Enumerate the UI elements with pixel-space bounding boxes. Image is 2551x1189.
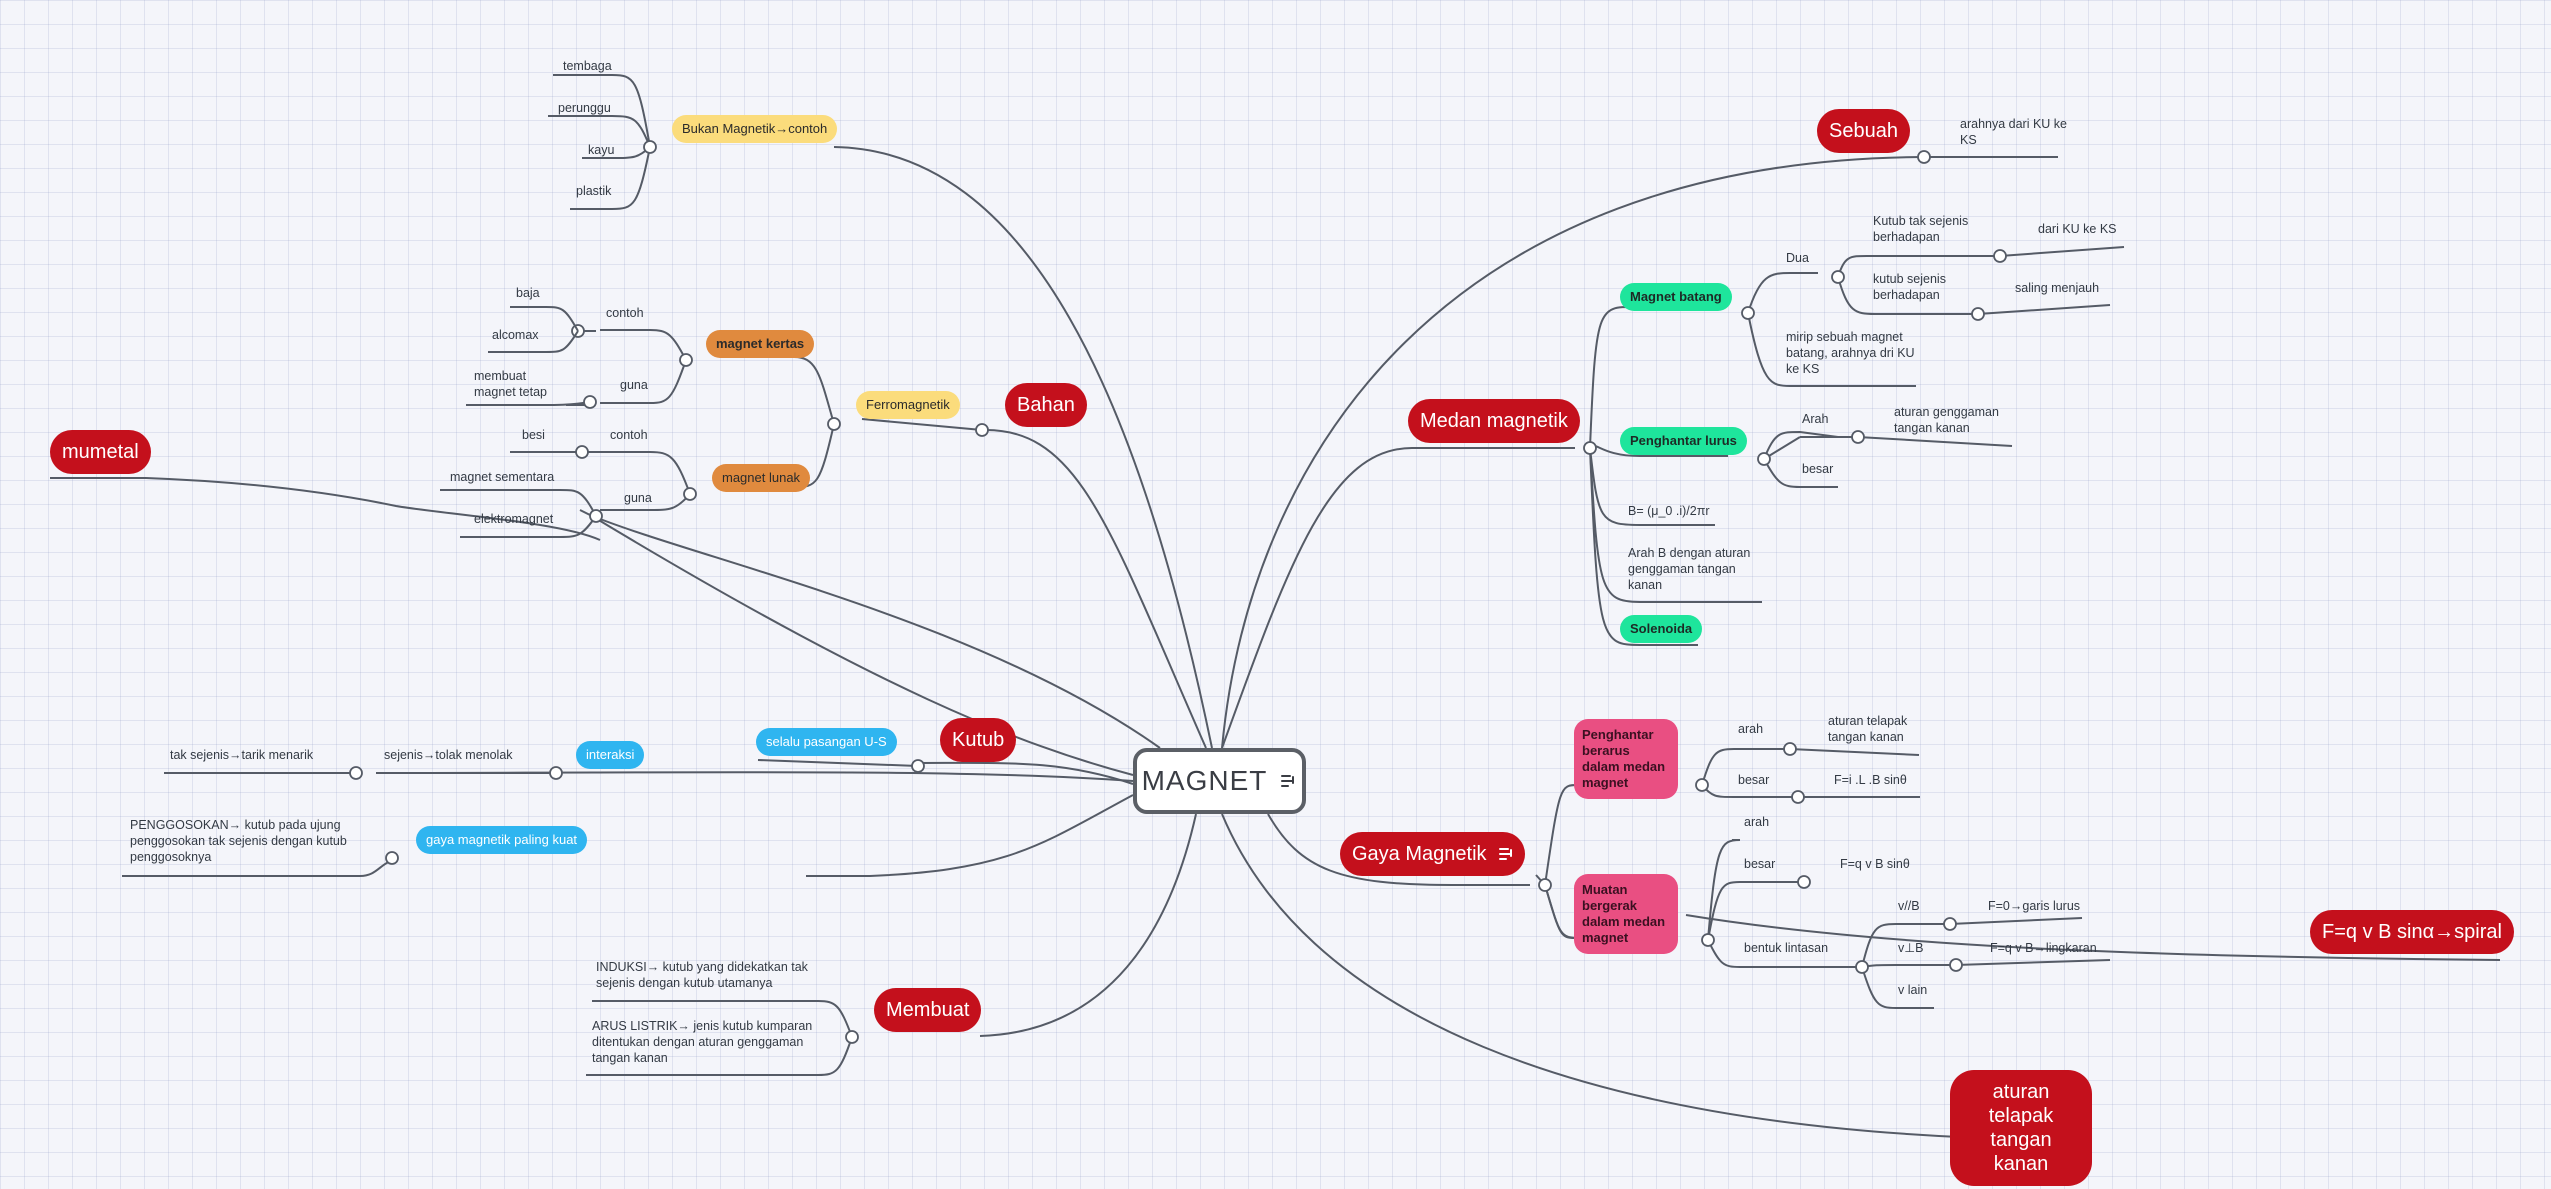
label-magnet-sementara: magnet sementara bbox=[450, 470, 555, 484]
subtopic-selalu-pasangan[interactable]: selalu pasangan U-S bbox=[756, 728, 897, 756]
label-besi: besi bbox=[522, 428, 545, 442]
topic-mumetal[interactable]: mumetal bbox=[50, 430, 151, 474]
label-sebuah-arah: arahnya dari KU ke KS bbox=[1960, 117, 2068, 147]
label-kertas-contoh: contoh bbox=[606, 306, 644, 320]
label-induksi: INDUKSI→ kutub yang didekatkan tak sejen… bbox=[596, 960, 808, 990]
label-lunak-contoh: contoh bbox=[610, 428, 648, 442]
label-lingkaran: F=q v B→lingkaran bbox=[1990, 941, 2097, 955]
topic-kutub[interactable]: Kutub bbox=[940, 718, 1017, 762]
label-penghantar-besar: besar bbox=[1738, 773, 1770, 787]
label-arah-b: Arah B dengan aturan genggaman tangan ka… bbox=[1628, 546, 1751, 592]
label-aturan-genggaman: aturan genggaman tangan kanan bbox=[1894, 405, 1999, 435]
label-sejenis-tolak: sejenis→tolak menolak bbox=[384, 748, 513, 762]
topic-medan-magnetik[interactable]: Medan magnetik bbox=[1408, 399, 1580, 443]
label-aturan-telapak: aturan telapak tangan kanan bbox=[1828, 714, 1908, 744]
label-membuat-magnet-tetap: membuat magnet tetap bbox=[474, 369, 547, 399]
subtopic-bukan-magnetik[interactable]: Bukan Magnetik→contoh bbox=[672, 115, 838, 143]
subtopic-penghantar-berarus[interactable]: Penghantar berarus dalam medan magnet bbox=[1574, 719, 1678, 799]
label-kertas-guna: guna bbox=[620, 378, 648, 392]
label-rumus-f-qvb: F=q v B sinθ bbox=[1840, 857, 1910, 871]
central-topic-title: MAGNET bbox=[1141, 765, 1268, 796]
label-kayu: kayu bbox=[588, 143, 615, 157]
label-bentuk-lintasan: bentuk lintasan bbox=[1744, 941, 1829, 955]
subtopic-solenoida[interactable]: Solenoida bbox=[1620, 615, 1703, 643]
label-v-sejajar: v//B bbox=[1898, 899, 1920, 913]
label-besar: besar bbox=[1802, 462, 1834, 476]
label-rumus-f-il: F=i .L .B sinθ bbox=[1834, 773, 1907, 787]
label-arus-listrik: ARUS LISTRIK→ jenis kutub kumparan diten… bbox=[592, 1019, 813, 1065]
label-penghantar-arah: arah bbox=[1738, 722, 1764, 736]
note-icon[interactable] bbox=[1498, 847, 1513, 861]
label-v-tegak: v⊥B bbox=[1898, 941, 1924, 955]
label-saling-menjauh: saling menjauh bbox=[2015, 281, 2100, 295]
label-rumus-b: B= (μ_0 .i)/2πr bbox=[1628, 504, 1710, 518]
topic-spiral[interactable]: F=q v B sinα→spiral bbox=[2310, 910, 2514, 954]
label-muatan-arah: arah bbox=[1744, 815, 1770, 829]
label-kutub-tak-sejenis: Kutub tak sejenis berhadapan bbox=[1873, 214, 1969, 244]
label-dari-ku-ke-ks: dari KU ke KS bbox=[2038, 222, 2117, 236]
label-perunggu: perunggu bbox=[558, 101, 611, 115]
topic-bahan[interactable]: Bahan bbox=[1005, 383, 1087, 427]
label-plastik: plastik bbox=[576, 184, 612, 198]
label-mirip-magnet-batang: mirip sebuah magnet batang, arahnya dri … bbox=[1786, 330, 1915, 376]
topic-aturan-telapak[interactable]: aturan telapak tangan kanan bbox=[1950, 1070, 2092, 1186]
subtopic-penghantar-lurus[interactable]: Penghantar lurus bbox=[1620, 427, 1747, 455]
label-muatan-besar: besar bbox=[1744, 857, 1776, 871]
topic-membuat[interactable]: Membuat bbox=[874, 988, 982, 1032]
label-tembaga: tembaga bbox=[563, 59, 612, 73]
label-tak-sejenis-tarik: tak sejenis→tarik menarik bbox=[170, 748, 314, 762]
subtopic-muatan-bergerak[interactable]: Muatan bergerak dalam medan magnet bbox=[1574, 874, 1678, 954]
label-kutub-sejenis: kutub sejenis berhadapan bbox=[1873, 272, 1946, 302]
label-dua: Dua bbox=[1786, 251, 1809, 265]
subtopic-magnet-batang[interactable]: Magnet batang bbox=[1620, 283, 1732, 311]
subtopic-magnet-kertas[interactable]: magnet kertas bbox=[706, 330, 815, 358]
label-garis-lurus: F=0→garis lurus bbox=[1988, 899, 2081, 913]
label-arah: Arah bbox=[1802, 412, 1829, 426]
topic-gaya-magnetik[interactable]: Gaya Magnetik bbox=[1340, 832, 1525, 876]
label-elektromagnet: elektromagnet bbox=[474, 512, 554, 526]
topic-sebuah[interactable]: Sebuah bbox=[1817, 109, 1910, 153]
label-v-lain: v lain bbox=[1898, 983, 1928, 997]
topic-gaya-magnetik-label: Gaya Magnetik bbox=[1352, 843, 1487, 865]
subtopic-paling-kuat[interactable]: gaya magnetik paling kuat bbox=[416, 826, 588, 854]
label-penggosokan: PENGGOSOKAN→ kutub pada ujung penggosoka… bbox=[130, 818, 347, 864]
note-icon[interactable] bbox=[1281, 774, 1297, 788]
subtopic-ferromagnetik[interactable]: Ferromagnetik bbox=[856, 391, 960, 419]
label-baja: baja bbox=[516, 286, 540, 300]
subtopic-interaksi[interactable]: interaksi bbox=[576, 741, 645, 769]
subtopic-magnet-lunak[interactable]: magnet lunak bbox=[712, 464, 811, 492]
central-topic[interactable]: MAGNET bbox=[1133, 748, 1306, 814]
label-alcomax: alcomax bbox=[492, 328, 539, 342]
label-lunak-guna: guna bbox=[624, 491, 652, 505]
